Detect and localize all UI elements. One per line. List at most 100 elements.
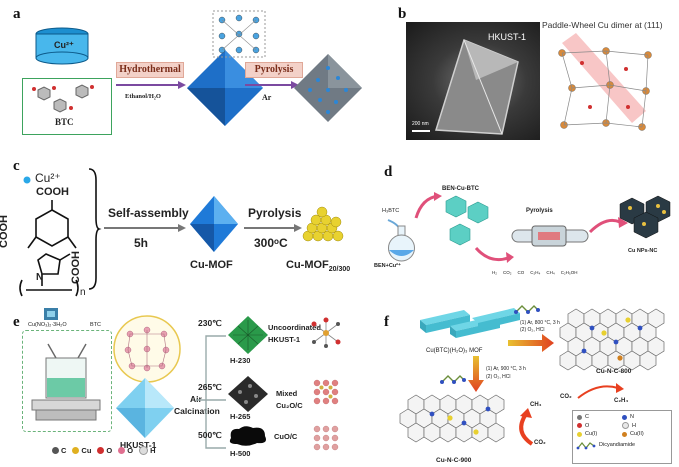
- arrow-d3-icon: [588, 217, 628, 234]
- temp-265: 265℃: [198, 382, 222, 392]
- dicyandiamide-left-icon: [440, 375, 466, 384]
- cu-mof-product-sub: 20/300: [328, 266, 351, 274]
- cu-mof-octahedron-icon: [190, 196, 238, 252]
- btc-molecules-icon: [32, 84, 94, 113]
- result-265: Mixed Cu₂O/C: [276, 389, 303, 410]
- panel-e-label: e: [13, 314, 20, 330]
- legend-d-ch4: CH₄: [546, 270, 555, 275]
- cu-beaker-icon: [35, 27, 89, 65]
- legend-e-item-h: H: [139, 446, 156, 455]
- legend-f-item-c: C: [577, 414, 622, 420]
- c2h4-text: C₂H₄: [614, 398, 629, 404]
- hkust1-octahedron-icon: [116, 378, 174, 438]
- paddle-wheel-structure-icon: [558, 33, 652, 131]
- h3btc-text: H₃BTC: [382, 208, 400, 214]
- brace-icon: [88, 168, 102, 290]
- legend-e-dot-o2: [118, 447, 126, 454]
- legend-f-label-cu1: Cu(I): [585, 431, 598, 437]
- reagent1-text: Cu(NO₃)₂·3H₂O: [28, 322, 67, 328]
- precursor-text: BEN-Cu-BTC: [442, 186, 479, 192]
- synthesis-box: [22, 330, 112, 432]
- solvent-text: Ethanol/H₂O: [125, 93, 161, 100]
- panel-a-label: a: [13, 6, 21, 22]
- hotplate-beaker-icon: [31, 343, 101, 421]
- arrow-d1-icon: [414, 192, 442, 219]
- panel-a: a Cu²⁺ BTC Hydrothermal Ethanol/H₂O P: [0, 0, 362, 150]
- reactant-text: BEN+Cu²⁺: [374, 263, 401, 269]
- ar-text: Ar: [262, 93, 272, 102]
- legend-d-c2h5oh: C₂H₅OH: [560, 270, 578, 275]
- pyrolysis-text-c: Pyrolysis: [248, 206, 302, 220]
- graphene-900-icon: [399, 394, 505, 443]
- legend-f-dot-o: [577, 423, 582, 428]
- reagent-bottle-icon: [44, 308, 58, 320]
- cu-ion-text-c: Cu²⁺: [35, 171, 61, 185]
- legend-f-item-h: H: [622, 422, 667, 429]
- legend-e-item-o1: O: [97, 446, 112, 455]
- legend-e-label-cu: Cu: [81, 446, 92, 455]
- legend-e-dot-cu: [72, 447, 80, 454]
- legend-d-co: CO: [517, 270, 525, 275]
- time-text: 5h: [134, 236, 149, 250]
- legend-f: C N O H Cu(I) Cu(II) Dicyandiamide: [572, 410, 672, 464]
- cu-mof-text: Cu-MOF: [190, 259, 233, 271]
- cu-mof-product-text: Cu-MOF20/300: [286, 259, 350, 273]
- result-230: Uncoordinated HKUST-1: [268, 323, 321, 344]
- nanoparticle-cluster-icon: [302, 206, 344, 242]
- panel-f-label: f: [384, 314, 389, 330]
- arrow-c1-icon: [104, 224, 186, 232]
- nitrogen-text: N: [36, 272, 44, 283]
- dicyandiamide-legend-icon: [576, 442, 596, 450]
- legend-f-dot-cu1: [577, 431, 582, 437]
- crystal-structure-1-icon: [311, 317, 341, 348]
- temp-500: 500℃: [198, 430, 222, 440]
- co2-text-a: CO₂: [560, 394, 572, 400]
- branch-arrows-icon: [196, 335, 226, 449]
- legend-f-dot-n: [622, 414, 627, 420]
- air-text: Air: [190, 394, 202, 404]
- flask-icon: [387, 219, 415, 262]
- mof-octahedron-icon: [187, 50, 263, 126]
- arrow-c2-icon: [244, 224, 302, 232]
- cooh-left: COOH: [0, 215, 10, 248]
- legend-f-item-cu2: Cu(II): [622, 431, 667, 437]
- cu-nps-nc-icon: [619, 195, 671, 239]
- panel-c-label: c: [13, 158, 20, 174]
- cond-top-1: (1) Ar, 800 °C, 3 h: [520, 320, 560, 326]
- panel-f: f Cu(BTC)(H₂O)₃ MOF (1) Ar, 800 °C, 3 h …: [352, 300, 679, 467]
- mof-rods-icon: [420, 308, 520, 338]
- legend-f-label-n: N: [630, 414, 634, 420]
- btc-box: [22, 78, 112, 135]
- btc-text: BTC: [55, 117, 74, 127]
- mof-lattice-circle-icon: [113, 315, 181, 383]
- temperature-text: 300ᵒC: [254, 236, 288, 250]
- h265-particle-icon: [228, 376, 268, 412]
- sem-label: HKUST-1: [488, 32, 527, 42]
- legend-d-co2: CO₂: [503, 270, 512, 275]
- cu-mof-product-main: Cu-MOF: [286, 259, 329, 271]
- legend-e-dot-h: [139, 446, 149, 455]
- legend-e-dot-c: [52, 447, 59, 454]
- cu-ion-text: Cu²⁺: [54, 40, 74, 50]
- mof-text-f: Cu(BTC)(H₂O)₃ MOF: [426, 348, 483, 354]
- legend-e: C Cu O O H: [52, 446, 156, 455]
- crystal-structure-2-icon: [313, 379, 339, 405]
- h500-particle-icon: [229, 426, 266, 446]
- legend-d-h2: H₂: [492, 270, 497, 275]
- dicyandiamide-text: Dicyandiamide: [599, 442, 636, 448]
- hydrothermal-box: Hydrothermal: [116, 62, 184, 78]
- product-900-text: Cu-N-C-900: [436, 457, 472, 464]
- panel-b-label: b: [398, 6, 407, 22]
- arrow-a1-icon: [116, 81, 186, 89]
- legend-e-label-o2: O: [127, 446, 134, 455]
- self-assembly-text: Self-assembly: [108, 206, 189, 220]
- pyrolysis-text-d: Pyrolysis: [526, 208, 553, 214]
- legend-e-item-cu: Cu: [72, 446, 91, 455]
- ch4-text: CH₄: [530, 402, 542, 408]
- legend-f-item-cu1: Cu(I): [577, 431, 622, 437]
- dicyandiamide-top-icon: [514, 305, 540, 314]
- arrow-d2-icon: [474, 246, 514, 263]
- precursor-crystals-icon: [445, 195, 489, 246]
- result-500: CuO/C: [274, 432, 298, 441]
- legend-e-item-o2: O: [118, 446, 133, 455]
